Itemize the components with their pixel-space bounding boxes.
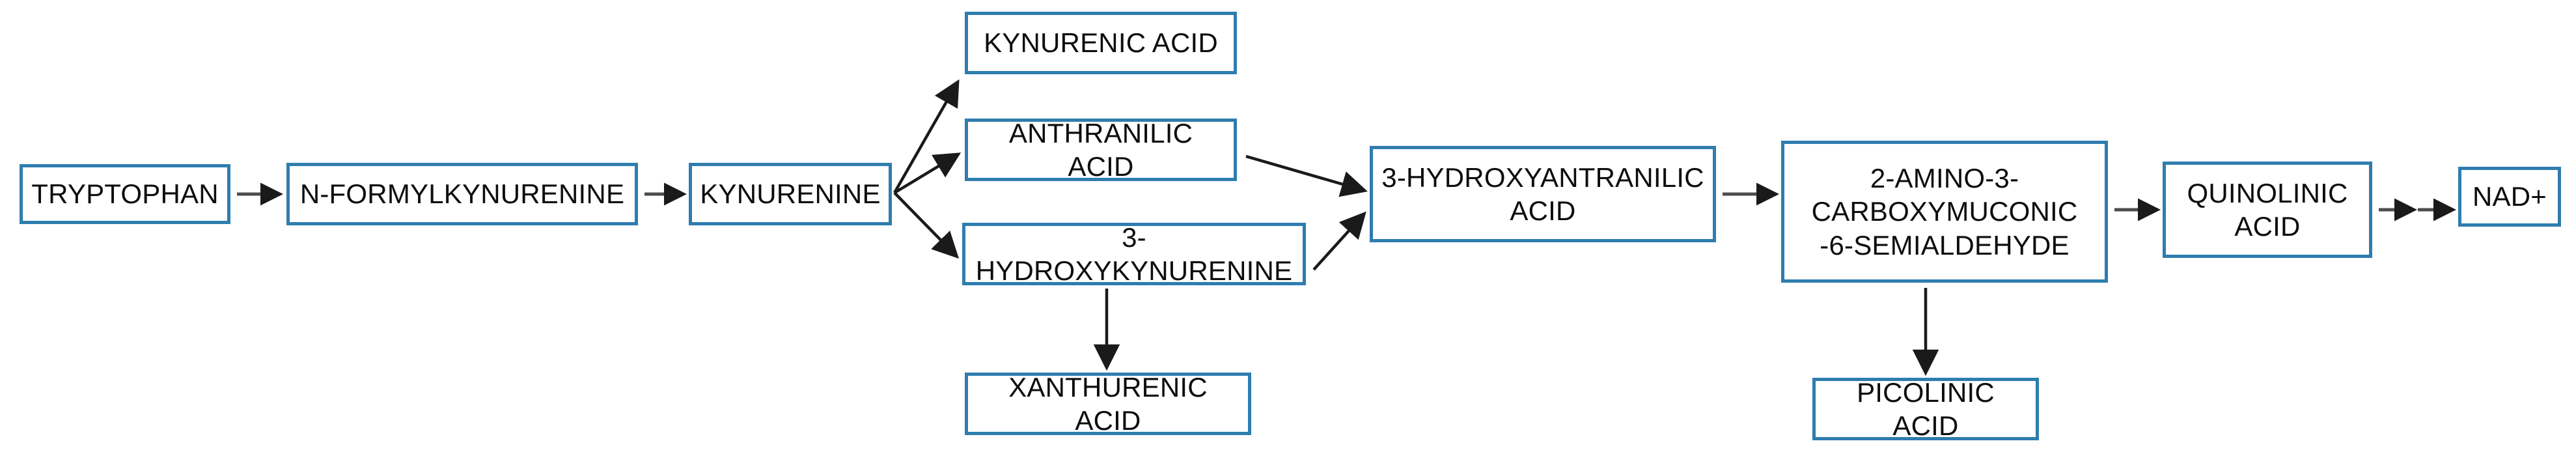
- node-tryptophan[interactable]: TRYPTOPHAN: [20, 164, 230, 224]
- edge-anthranilic-acid-to-3-hydroxyanthranilic-acid: [1245, 154, 1368, 197]
- node-label-quinolinic-acid: QUINOLINIC ACID: [2187, 177, 2348, 242]
- node-label-kynurenine: KYNURENINE: [700, 178, 881, 210]
- node-anthranilic-acid[interactable]: ANTHRANILIC ACID: [965, 117, 1237, 182]
- node-label-xanthurenic-acid: XANTHURENIC ACID: [1008, 371, 1208, 436]
- node-label-nad-plus: NAD+: [2472, 181, 2547, 212]
- node-kynurenine[interactable]: KYNURENINE: [689, 163, 892, 225]
- node-3-hydroxyanthranilic-acid[interactable]: 3-HYDROXYANTRANILIC ACID: [1370, 146, 1716, 242]
- node-kynurenic-acid[interactable]: KYNURENIC ACID: [965, 12, 1237, 74]
- node-label-n-formylkynurenine: N-FORMYLKYNURENINE: [299, 178, 625, 210]
- node-label-tryptophan: TRYPTOPHAN: [31, 178, 219, 210]
- node-3-hydroxykynurenine[interactable]: 3-HYDROXYKYNURENINE: [962, 221, 1306, 286]
- edge-kynurenine-to-kynurenic-acid: [893, 79, 960, 194]
- node-label-anthranilic-acid: ANTHRANILIC ACID: [1008, 117, 1193, 182]
- node-label-3-hydroxykynurenine: 3-HYDROXYKYNURENINE: [975, 221, 1293, 286]
- node-quinolinic-acid[interactable]: QUINOLINIC ACID: [2163, 162, 2372, 258]
- node-label-picolinic-acid: PICOLINIC ACID: [1857, 376, 1995, 441]
- node-2-amino-3-carboxymuconic-6-semialdehyde[interactable]: 2-AMINO-3- CARBOXYMUCONIC -6-SEMIALDEHYD…: [1781, 141, 2108, 283]
- node-label-2-amino-3-carboxymuconic-6-semialdehyde: 2-AMINO-3- CARBOXYMUCONIC -6-SEMIALDEHYD…: [1811, 163, 2078, 261]
- node-n-formylkynurenine[interactable]: N-FORMYLKYNURENINE: [286, 163, 638, 225]
- node-nad-plus[interactable]: NAD+: [2458, 167, 2561, 227]
- edge-kynurenine-to-3-hydroxykynurenine: [893, 191, 960, 259]
- node-label-3-hydroxyanthranilic-acid: 3-HYDROXYANTRANILIC ACID: [1381, 162, 1704, 226]
- node-label-kynurenic-acid: KYNURENIC ACID: [984, 27, 1218, 59]
- node-xanthurenic-acid[interactable]: XANTHURENIC ACID: [965, 371, 1251, 436]
- node-picolinic-acid[interactable]: PICOLINIC ACID: [1812, 376, 2039, 441]
- edge-kynurenine-to-anthranilic-acid: [893, 152, 962, 194]
- edge-3-hydroxykynurenine-to-3-hydroxyanthranilic-acid: [1312, 211, 1366, 271]
